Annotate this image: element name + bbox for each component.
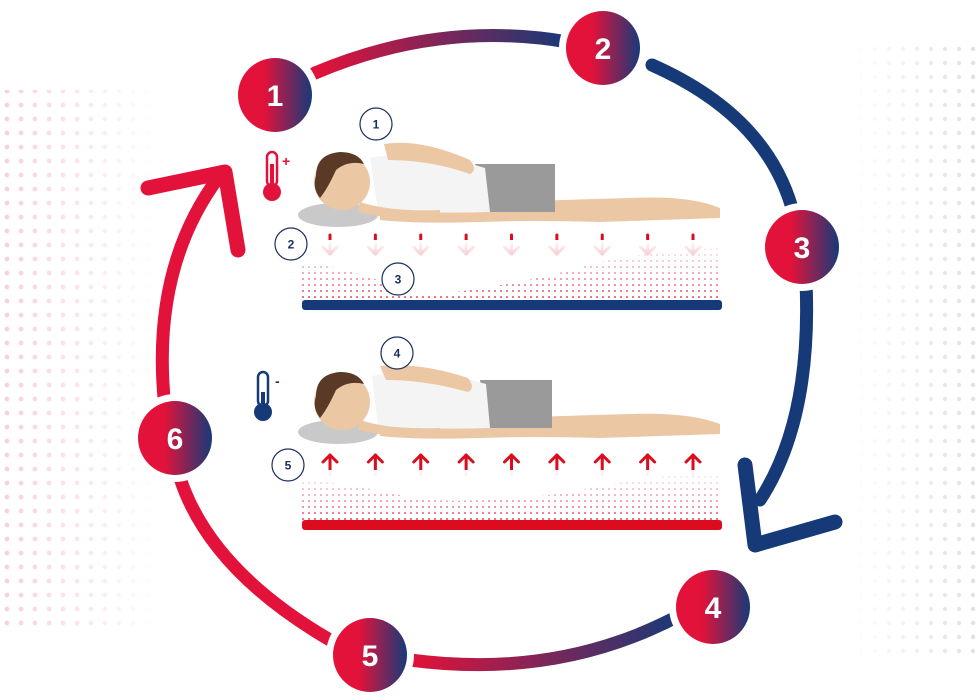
step-number: 3	[794, 232, 811, 265]
sleeper-figure-top	[298, 142, 720, 227]
pillow	[298, 203, 378, 227]
callout-number: 5	[285, 459, 292, 473]
callout-2: 2	[274, 227, 308, 261]
ring-segment-2-3	[645, 58, 799, 215]
mattress-base-red	[302, 520, 722, 530]
callout-5: 5	[271, 448, 305, 482]
ring-segment-1-2	[308, 29, 575, 80]
callout-1: 1	[359, 107, 393, 141]
ring-segment-4-5	[403, 607, 689, 672]
ring-segment-6-arrow	[155, 171, 225, 415]
step-badge-1: 1	[231, 51, 319, 139]
step-badge-3: 3	[758, 203, 846, 291]
sleeper-figure-bottom	[298, 365, 720, 444]
top-panel: +	[263, 142, 722, 310]
background-texture	[0, 40, 980, 660]
callout-number: 4	[394, 347, 401, 361]
callout-number: 2	[288, 238, 295, 252]
step-number: 2	[595, 33, 612, 66]
bottom-panel: -	[254, 365, 722, 530]
shorts	[475, 164, 555, 212]
step-number: 4	[705, 592, 722, 625]
cycle-arrow-heads	[140, 164, 843, 553]
thermo-sign-plus: +	[282, 153, 290, 169]
mattress-top	[302, 240, 722, 310]
hair	[314, 152, 364, 198]
mattress-base-navy	[302, 300, 722, 310]
callout-3: 3	[381, 262, 415, 296]
step-badge-6: 6	[131, 394, 219, 482]
step-badge-5: 5	[326, 611, 414, 699]
callout-markers: 1 2 3 4 5	[271, 107, 415, 482]
support-arrows-up	[321, 453, 702, 476]
ring-segment-5-6	[173, 471, 337, 647]
thermo-sign-minus: -	[275, 373, 280, 389]
step-badge-2: 2	[559, 4, 647, 92]
callout-number: 1	[373, 118, 380, 132]
thermometer-hot-icon: +	[263, 150, 290, 201]
mattress-bottom	[302, 470, 722, 530]
step-number: 1	[267, 80, 284, 113]
navy-arrowhead	[737, 457, 843, 553]
red-arrowhead	[140, 164, 246, 258]
hair	[314, 372, 364, 418]
pillow	[298, 420, 378, 444]
step-number: 6	[167, 423, 184, 456]
step-badge-4: 4	[669, 563, 757, 651]
thermometer-cold-icon: -	[254, 370, 280, 421]
callout-number: 3	[395, 273, 402, 287]
step-number: 5	[362, 640, 379, 673]
cycle-step-badges: 1 2 3 4 5 6	[131, 4, 846, 699]
ring-segment-3-arrow	[753, 275, 814, 507]
cycle-ring	[155, 29, 814, 672]
callout-4: 4	[380, 336, 414, 370]
shorts	[480, 380, 552, 428]
